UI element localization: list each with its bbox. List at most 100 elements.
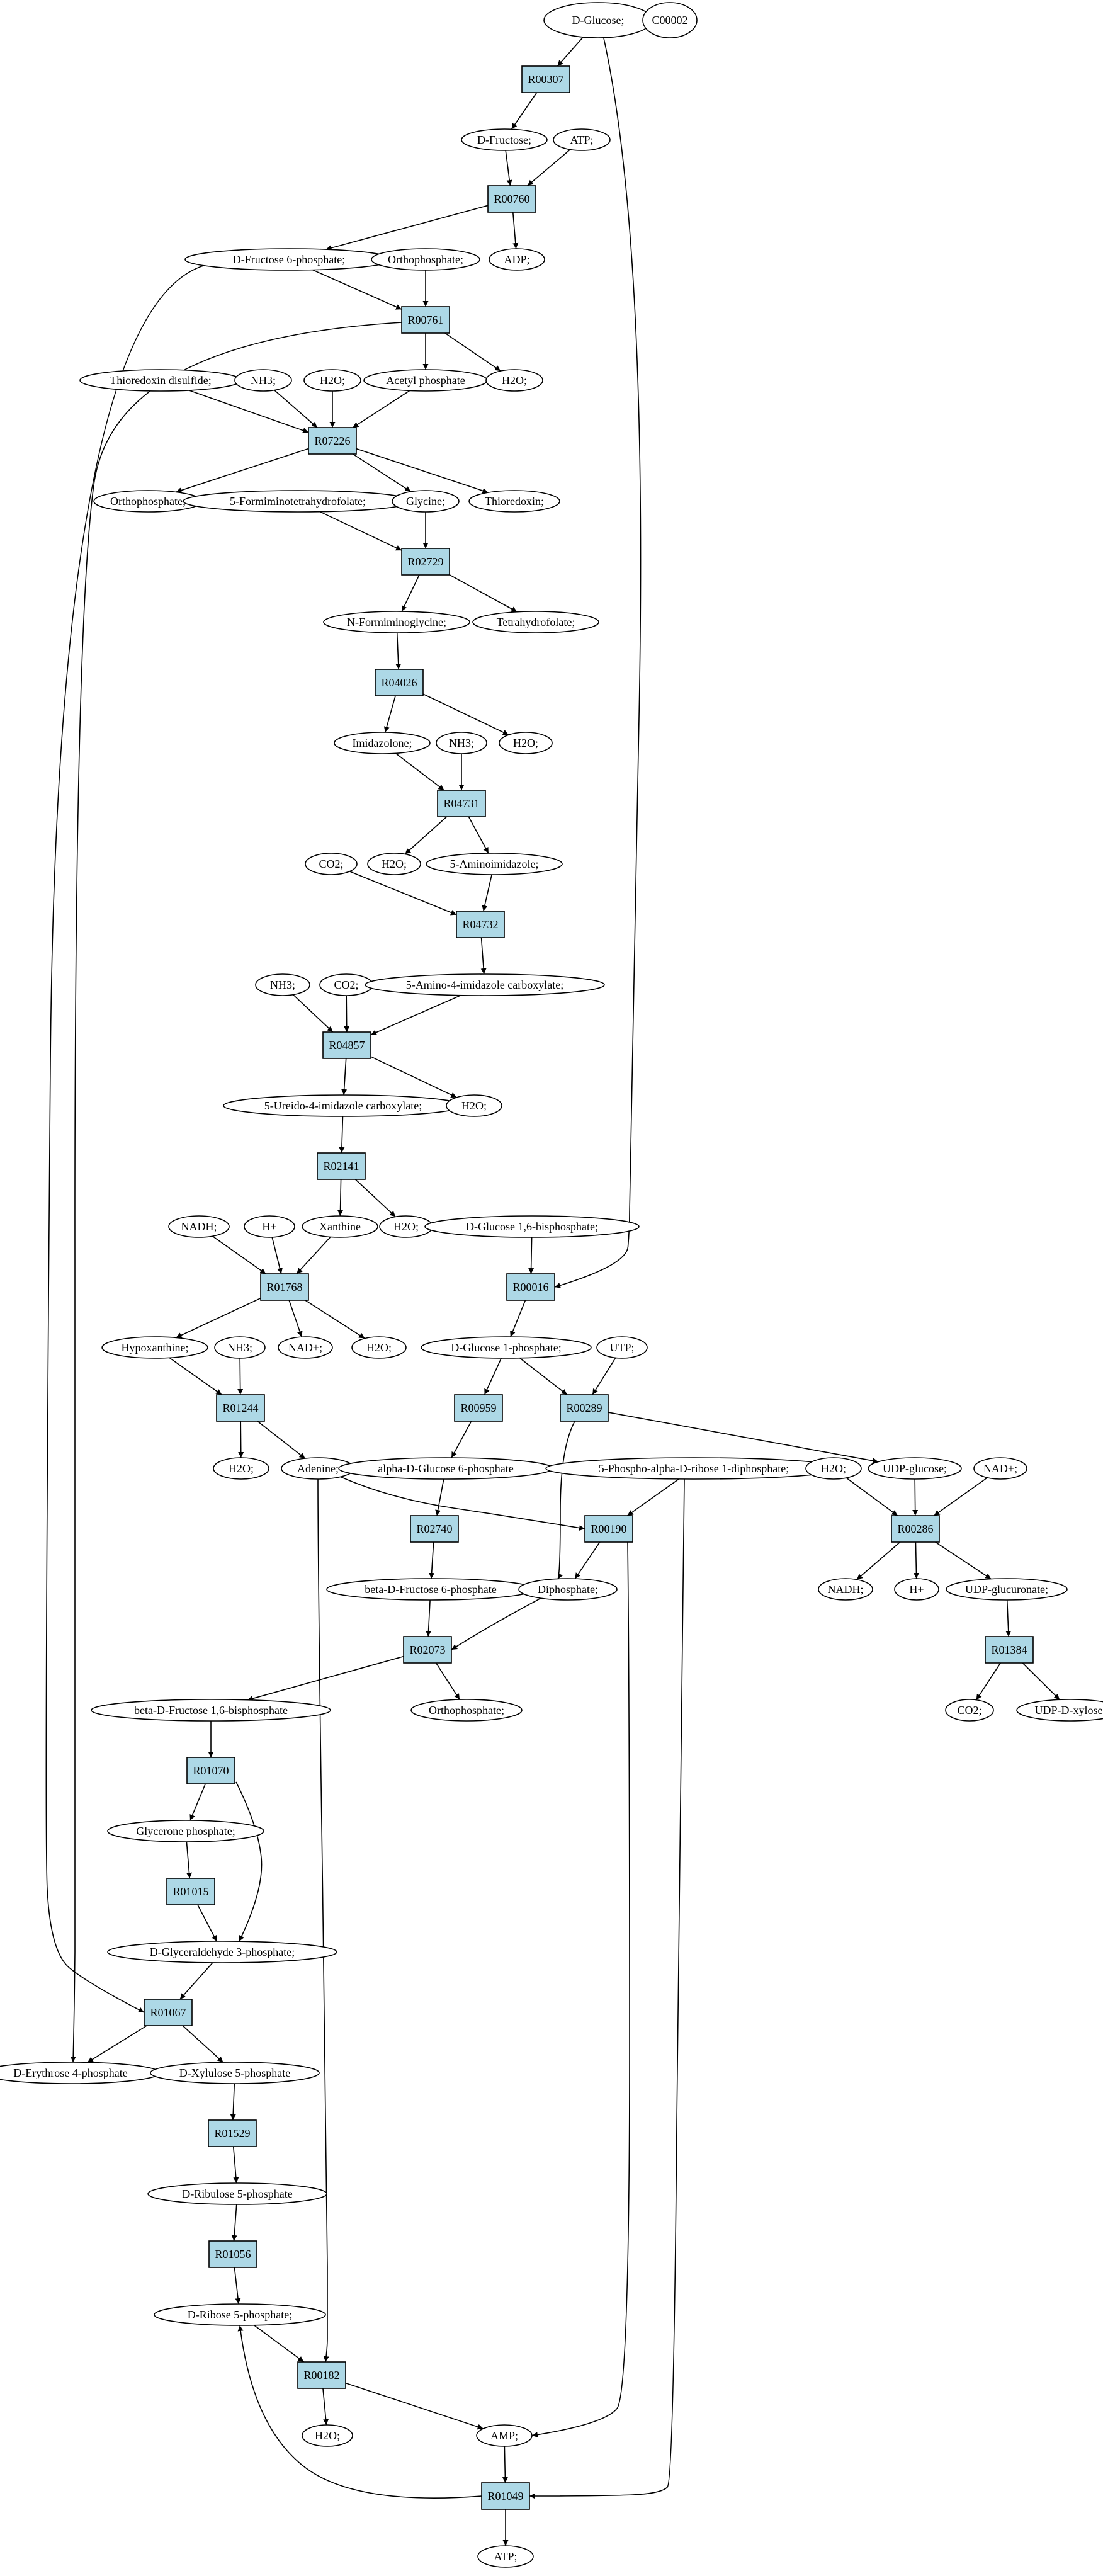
compound-node-xanthine: Xanthine bbox=[302, 1215, 378, 1238]
reaction-node-r02141: R02141 bbox=[317, 1152, 366, 1180]
compound-ellipse bbox=[302, 2424, 353, 2447]
reaction-node-r01384: R01384 bbox=[985, 1636, 1034, 1664]
edge-R07226-to-glycine bbox=[352, 453, 411, 492]
reaction-node-r00016: R00016 bbox=[506, 1273, 555, 1301]
edge-fructose-to-R00760 bbox=[505, 150, 512, 186]
reaction-node-r00307: R00307 bbox=[521, 65, 570, 93]
reaction-box bbox=[487, 185, 536, 213]
reaction-node-r01768: R01768 bbox=[260, 1273, 309, 1301]
edge-R01768-to-h2o_7 bbox=[305, 1300, 365, 1339]
compound-ellipse bbox=[168, 1215, 230, 1238]
reaction-box bbox=[208, 2240, 257, 2268]
node-label: 5-Phospho-alpha-D-ribose 1-diphosphate; bbox=[599, 1462, 789, 1475]
compound-node-h2o-6: H2O; bbox=[379, 1215, 433, 1238]
reaction-node-r00182: R00182 bbox=[297, 2361, 346, 2389]
compound-node-ortho1: Orthophosphate; bbox=[371, 248, 480, 271]
reaction-node-r04732: R04732 bbox=[456, 911, 505, 938]
edge-R02729-to-nfg bbox=[401, 574, 420, 612]
compound-ellipse bbox=[255, 973, 310, 996]
edge-layer bbox=[45, 35, 1060, 2546]
edge-R02729-to-thf bbox=[449, 574, 518, 613]
edge-r5p-to-R00182 bbox=[254, 2325, 305, 2363]
node-label: Diphosphate; bbox=[538, 1583, 598, 1596]
compound-node-h2o-1: H2O; bbox=[303, 369, 361, 392]
compound-node-dhap: Glycerone phosphate; bbox=[107, 1820, 264, 1842]
compound-ellipse bbox=[351, 1336, 407, 1359]
edge-R00190-to-amp bbox=[531, 1541, 630, 2438]
compound-ellipse bbox=[107, 1820, 264, 1842]
reaction-node-r01244: R01244 bbox=[216, 1394, 265, 1422]
node-label: CO2; bbox=[319, 858, 343, 870]
edge-R00016-to-g1p bbox=[510, 1300, 526, 1337]
compound-ellipse bbox=[446, 1094, 502, 1117]
node-label: Orthophosphate; bbox=[388, 253, 463, 266]
compound-ellipse bbox=[477, 2545, 534, 2568]
node-label: R02073 bbox=[409, 1643, 445, 1656]
node-label: AMP; bbox=[490, 2429, 518, 2442]
edge-R01070-to-g3p bbox=[235, 1781, 263, 1942]
node-label: R00959 bbox=[460, 1402, 496, 1414]
compound-ellipse bbox=[367, 853, 421, 875]
edge-glucose-to-R00016 bbox=[554, 35, 642, 1288]
compound-node-udpglca: UDP-glucuronate; bbox=[946, 1578, 1068, 1601]
reaction-box bbox=[437, 790, 486, 817]
compound-ellipse bbox=[424, 1215, 640, 1238]
compound-node-f6p: D-Fructose 6-phosphate; bbox=[184, 248, 393, 271]
edge-f6p-to-R01067 bbox=[45, 264, 208, 2013]
reaction-box bbox=[521, 65, 570, 93]
edge-adenine-to-R00190 bbox=[339, 1476, 585, 1531]
compound-node-fructose: D-Fructose; bbox=[461, 128, 548, 151]
compound-node-nadplus2: NAD+; bbox=[973, 1457, 1027, 1480]
edge-R01768-to-nadplus1 bbox=[288, 1300, 303, 1337]
reaction-box bbox=[186, 1757, 235, 1784]
reaction-node-r02073: R02073 bbox=[403, 1636, 452, 1664]
compound-node-atp2: ATP; bbox=[477, 2545, 534, 2568]
reaction-box bbox=[985, 1636, 1034, 1664]
node-label: D-Fructose; bbox=[477, 133, 531, 146]
edge-xu5p-to-R01529 bbox=[230, 2083, 236, 2121]
node-label: H2O; bbox=[461, 1099, 487, 1112]
compound-ellipse bbox=[213, 1457, 269, 1480]
compound-ellipse bbox=[244, 1215, 295, 1238]
edge-formimino_thf-to-R02729 bbox=[319, 511, 402, 551]
node-label: H2O; bbox=[382, 858, 407, 870]
compound-ellipse bbox=[1016, 1699, 1103, 1722]
compound-node-diphos: Diphosphate; bbox=[518, 1578, 618, 1601]
compound-node-nadh1: NADH; bbox=[168, 1215, 230, 1238]
compound-node-bf6p: beta-D-Fructose 6-phosphate bbox=[326, 1578, 535, 1601]
node-label: UDP-glucose; bbox=[883, 1462, 947, 1475]
node-label: CO2; bbox=[957, 1704, 981, 1716]
edge-prpp-to-R00190 bbox=[627, 1478, 679, 1516]
edge-R00307-to-fructose bbox=[511, 92, 538, 130]
compound-node-g1p: D-Glucose 1-phosphate; bbox=[421, 1336, 592, 1359]
compound-ellipse bbox=[101, 1336, 208, 1359]
reaction-node-r01070: R01070 bbox=[186, 1757, 235, 1784]
edge-imidazolone-to-R04731 bbox=[395, 752, 444, 791]
node-label: N-Formiminoglycine; bbox=[347, 616, 446, 628]
edge-R01384-to-co2_3 bbox=[976, 1662, 1001, 1701]
reaction-box bbox=[456, 911, 505, 938]
node-label: R00761 bbox=[407, 314, 443, 326]
compound-ellipse bbox=[553, 128, 611, 151]
node-label: 5-Amino-4-imidazole carboxylate; bbox=[406, 979, 563, 991]
compound-ellipse bbox=[518, 1578, 618, 1601]
compound-ellipse bbox=[421, 1336, 592, 1359]
node-label: R00307 bbox=[528, 73, 563, 86]
reaction-node-r04026: R04026 bbox=[375, 669, 424, 696]
compound-node-glycine: Glycine; bbox=[392, 490, 460, 513]
node-label: H2O; bbox=[513, 737, 538, 749]
node-label: D-Glyceraldehyde 3-phosphate; bbox=[150, 1946, 295, 1958]
reaction-node-r04731: R04731 bbox=[437, 790, 486, 817]
reaction-node-r00760: R00760 bbox=[487, 185, 536, 213]
edge-hypox-to-R01244 bbox=[169, 1357, 222, 1395]
node-label: H2O; bbox=[821, 1462, 846, 1475]
edge-ag6p-to-R02740 bbox=[435, 1478, 444, 1516]
node-label: H+ bbox=[909, 1583, 924, 1596]
node-label: ADP; bbox=[504, 253, 529, 266]
compound-ellipse bbox=[147, 2182, 327, 2205]
compound-ellipse bbox=[894, 1578, 939, 1601]
compound-node-thioredoxin: Thioredoxin; bbox=[468, 490, 560, 513]
compound-ellipse bbox=[818, 1578, 873, 1601]
node-label: Orthophosphate; bbox=[110, 495, 186, 508]
